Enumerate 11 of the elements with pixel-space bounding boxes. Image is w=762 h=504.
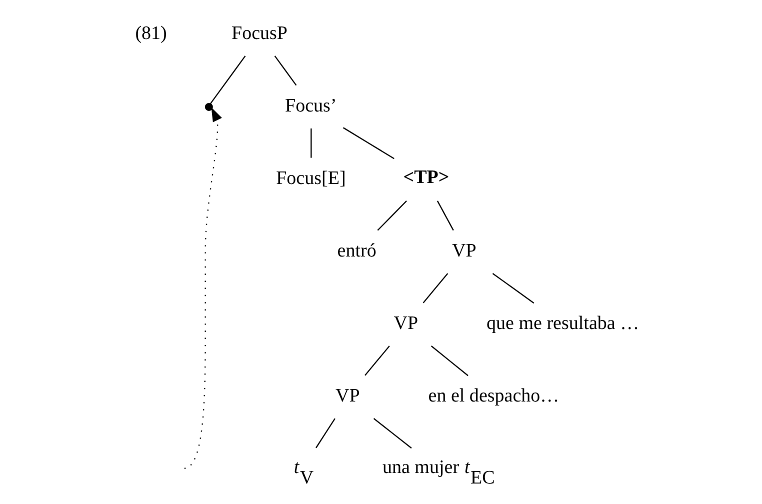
node-text: VP bbox=[394, 313, 418, 334]
label: (81) bbox=[135, 22, 167, 44]
node-text: <TP> bbox=[403, 166, 450, 188]
node-text: que me resultaba … bbox=[486, 313, 640, 334]
node-text: en el despacho… bbox=[428, 386, 560, 407]
node-text: FocusP bbox=[232, 22, 288, 44]
node-text: VP bbox=[336, 386, 360, 407]
node-text: Focus’ bbox=[285, 95, 337, 116]
node-text: entró bbox=[337, 240, 376, 262]
node-text: VP bbox=[452, 240, 476, 262]
node-text: Focus[E] bbox=[276, 168, 346, 189]
